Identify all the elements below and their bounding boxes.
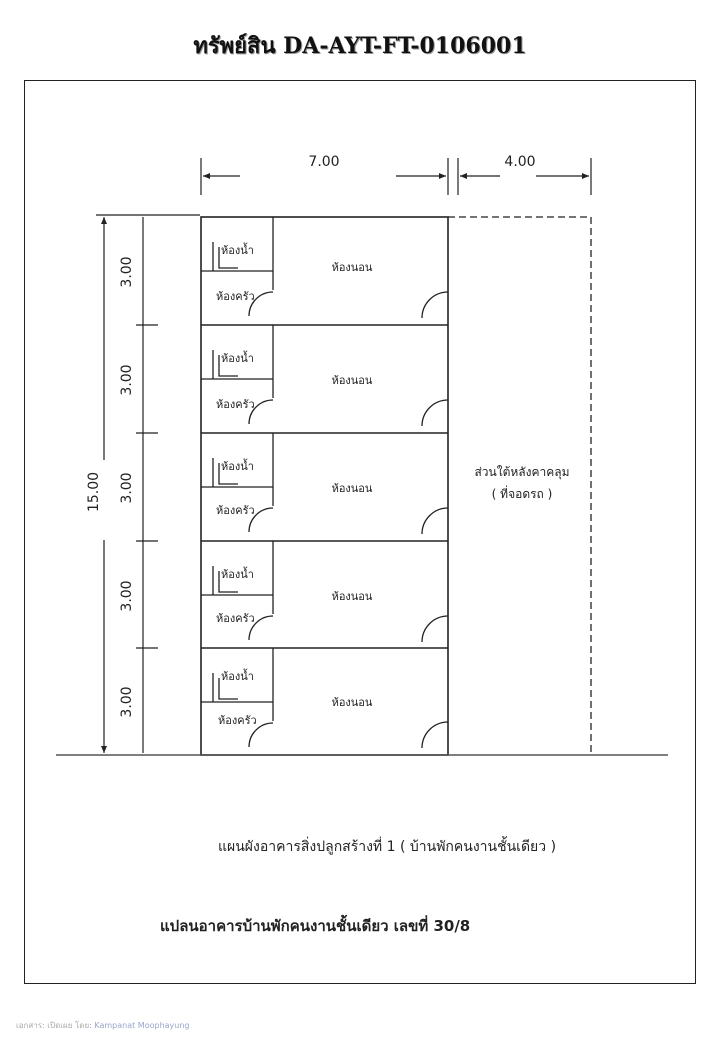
unit-height-dimension (136, 217, 158, 753)
unit-3-bathroom: ห้องน้ำ (221, 458, 254, 473)
unit-4: ห้องน้ำ ห้องครัว ห้องนอน (201, 541, 449, 643)
unit-2-bedroom: ห้องนอน (332, 374, 373, 387)
document-title: ทรัพย์สิน DA-AYT-FT-0106001 (193, 33, 527, 59)
unit-3-bedroom: ห้องนอน (332, 482, 373, 495)
dim-unit-1: 3.00 (119, 256, 135, 287)
dim-parking-width: 4.00 (504, 154, 535, 170)
footer-label: เอกสาร: เปิดเผย โดย: (16, 1021, 92, 1030)
unit-3: ห้องน้ำ ห้องครัว ห้องนอน (201, 433, 449, 535)
unit-5-bathroom: ห้องน้ำ (221, 668, 254, 683)
unit-1-kitchen: ห้องครัว (216, 290, 255, 303)
unit-5-bedroom: ห้องนอน (332, 696, 373, 709)
parking-label-line1: ส่วนใต้หลังคาคลุม (474, 465, 569, 480)
unit-2-bathroom: ห้องน้ำ (221, 350, 254, 365)
unit-1: ห้องน้ำ ห้องครัว ห้องนอน (201, 217, 449, 319)
dim-unit-4: 3.00 (119, 580, 135, 611)
unit-5: ห้องน้ำ ห้องครัว ห้องนอน (201, 648, 449, 749)
footer-author: Kampanat Moophayung (94, 1021, 190, 1030)
plan-caption: แผนผังอาคารสิ่งปลูกสร้างที่ 1 ( บ้านพักค… (218, 836, 556, 855)
unit-2: ห้องน้ำ ห้องครัว ห้องนอน (201, 325, 449, 427)
unit-1-bedroom: ห้องนอน (332, 261, 373, 274)
dim-unit-2: 3.00 (119, 364, 135, 395)
dim-unit-3: 3.00 (119, 472, 135, 503)
dim-total-height: 15.00 (86, 472, 102, 512)
unit-5-kitchen: ห้องครัว (218, 714, 257, 727)
parking-label-line2: ( ที่จอดรถ ) (492, 485, 553, 501)
unit-2-kitchen: ห้องครัว (216, 398, 255, 411)
unit-4-kitchen: ห้องครัว (216, 612, 255, 625)
plan-title: แปลนอาคารบ้านพักคนงานชั้นเดียว เลขที่ 30… (160, 914, 470, 935)
drawing-frame (24, 80, 696, 984)
unit-1-bathroom: ห้องน้ำ (221, 242, 254, 257)
unit-4-bathroom: ห้องน้ำ (221, 566, 254, 581)
footer-note: เอกสาร: เปิดเผย โดย: Kampanat Moophayung (16, 1019, 190, 1032)
unit-3-kitchen: ห้องครัว (216, 504, 255, 517)
parking-outline (448, 216, 592, 755)
total-height-dimension (96, 214, 200, 753)
dim-building-width: 7.00 (308, 154, 339, 170)
dim-unit-5: 3.00 (119, 686, 135, 717)
unit-4-bedroom: ห้องนอน (332, 590, 373, 603)
top-dimension (200, 158, 592, 195)
